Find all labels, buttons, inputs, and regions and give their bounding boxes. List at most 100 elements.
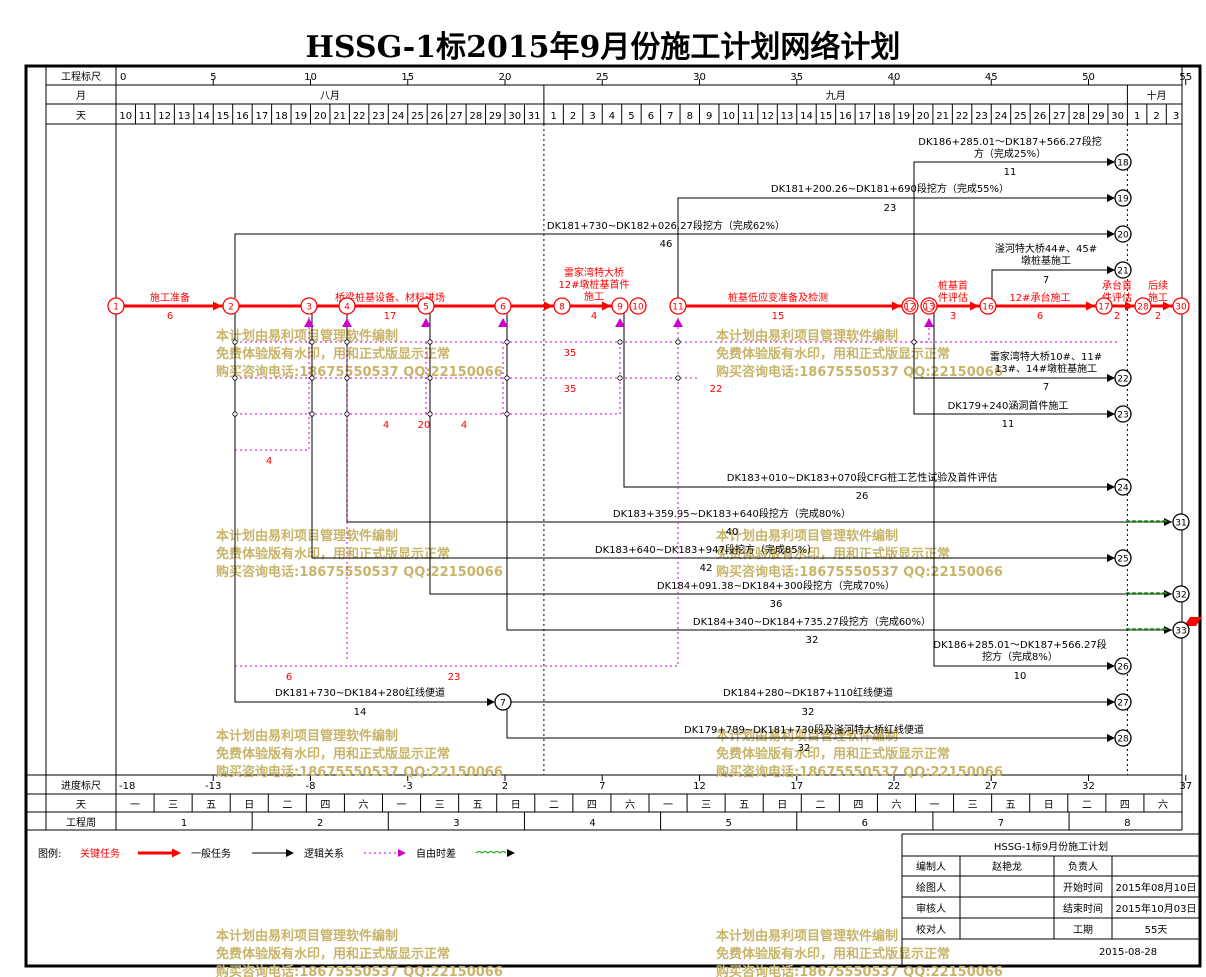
node-label-31: 31 <box>1175 519 1186 529</box>
critical-arrowhead <box>892 301 901 311</box>
junction-point <box>344 375 350 381</box>
scale-tick-label: 45 <box>985 72 998 83</box>
weekday-cell: 日 <box>1044 800 1054 811</box>
day-cell: 19 <box>294 111 307 122</box>
critical-arrowhead <box>1086 301 1095 311</box>
task-duration: 32 <box>798 743 811 754</box>
month-cell: 九月 <box>826 90 846 102</box>
task-label: DK186+285.01～DK187+566.27段 <box>933 638 1106 651</box>
node-25 <box>1114 549 1132 567</box>
week-cell: 1 <box>181 818 187 829</box>
watermark-text: 免费体验版有水印，用和正式版显示正常 <box>216 746 450 762</box>
free-float-value: 4 <box>461 420 467 431</box>
day-cell: 27 <box>450 111 463 122</box>
day-cell: 20 <box>917 111 930 122</box>
critical-arrowhead <box>544 301 553 311</box>
critical-arrowhead <box>213 301 222 311</box>
free-float-value: 20 <box>418 420 431 431</box>
critical-task-label: 承台首 <box>1102 279 1132 292</box>
critical-task-duration: 2 <box>1155 311 1161 322</box>
week-cell: 4 <box>589 818 595 829</box>
legend-critical-arrowhead <box>172 848 181 858</box>
junction-point <box>309 375 315 381</box>
critical-task-label: 施工准备 <box>150 291 190 304</box>
watermark-text: 免费体验版有水印，用和正式版显示正常 <box>216 346 450 362</box>
task-duration: 7 <box>1043 275 1049 286</box>
general-task-arrow <box>234 306 494 703</box>
watermark-text: 购买咨询电话:18675550537 QQ:22150066 <box>216 764 503 780</box>
node-label-28: 28 <box>1117 735 1129 745</box>
free-float-value: 35 <box>564 348 577 359</box>
day-cell: 2 <box>1153 111 1159 122</box>
day-cell: 3 <box>589 111 595 122</box>
general-task-arrowhead <box>1107 554 1115 562</box>
week-cell: 8 <box>1124 818 1130 829</box>
task-label: DK184+280~DK187+110红线便道 <box>723 686 893 699</box>
day-cell: 11 <box>742 111 755 122</box>
node-label-23: 23 <box>1117 411 1128 421</box>
weekday-cell: 四 <box>1120 800 1130 811</box>
junction-point <box>504 339 510 345</box>
day-cell: 26 <box>431 111 444 122</box>
critical-task-duration: 6 <box>1037 311 1043 322</box>
day-cell: 29 <box>489 111 502 122</box>
junction-point <box>675 339 681 345</box>
weekday-cell: 日 <box>511 800 521 811</box>
task-label: DK181+730~DK182+026.27段挖方（完成62%） <box>547 219 785 232</box>
task-duration: 23 <box>884 203 897 214</box>
scale-tick-label: 35 <box>790 72 803 83</box>
day-cell: 28 <box>469 111 482 122</box>
watermark-text: 购买咨询电话:18675550537 QQ:22150066 <box>216 364 503 380</box>
node-8 <box>553 297 571 315</box>
node-label-5: 5 <box>423 303 429 313</box>
junction-point <box>427 339 433 345</box>
critical-task-duration: 3 <box>950 311 956 322</box>
node-label-18: 18 <box>1117 159 1129 169</box>
node-10 <box>629 297 647 315</box>
weekday-cell: 四 <box>320 800 330 811</box>
progress-tick-label: 2 <box>502 781 508 792</box>
critical-task-label: 件评估 <box>938 291 968 304</box>
legend-normal-arrowhead <box>286 849 294 857</box>
node-21 <box>1114 261 1132 279</box>
node-label-11: 11 <box>672 303 683 313</box>
day-cell: 23 <box>975 111 988 122</box>
day-cell: 16 <box>236 111 249 122</box>
critical-task-label: 桩基低应变准备及检测 <box>728 291 828 304</box>
weekday-cell: 日 <box>777 800 787 811</box>
task-label: DK184+091.38~DK184+300段挖方（完成70%） <box>657 579 895 592</box>
month-cell: 八月 <box>320 90 340 102</box>
general-task-arrow <box>677 197 1114 298</box>
scale-tick-label: 25 <box>596 72 609 83</box>
weekday-cell: 一 <box>930 800 940 811</box>
node-inner-ring <box>904 300 916 312</box>
watermark-text: 购买咨询电话:18675550537 QQ:22150066 <box>716 764 1003 780</box>
progress-tick-label: 22 <box>888 781 901 792</box>
task-duration: 11 <box>1004 167 1017 178</box>
node-32 <box>1172 585 1190 603</box>
day-cell: 26 <box>1034 111 1047 122</box>
scale-tick-label: 30 <box>693 72 706 83</box>
scale-tick-label: 5 <box>210 72 216 83</box>
free-float-value: 4 <box>383 420 389 431</box>
critical-task-duration: 2 <box>1114 311 1120 322</box>
critical-task-duration: 15 <box>772 311 785 322</box>
weekday-cell: 三 <box>435 800 445 811</box>
day-cell: 14 <box>197 111 210 122</box>
node-label-12: 12 <box>904 303 915 313</box>
watermark-text: 本计划由易利项目管理软件编制 <box>716 528 898 544</box>
day-cell: 8 <box>687 111 693 122</box>
info-box-field-label: 编制人 <box>916 860 946 873</box>
week-cell: 2 <box>317 818 323 829</box>
task-label: 滏河特大桥44#、45# <box>995 242 1097 255</box>
scale-tick-label: 20 <box>499 72 512 83</box>
task-label: DK179+789~DK181+730段及滏河特大桥红线便道 <box>684 723 924 736</box>
progress-tick-label: -3 <box>403 781 413 792</box>
scale-tick-label: 10 <box>304 72 317 83</box>
day-cell: 4 <box>609 111 615 122</box>
general-task-arrowhead <box>487 698 495 706</box>
weekday-cell: 三 <box>701 800 711 811</box>
node-label-24: 24 <box>1117 484 1129 494</box>
critical-task-label: 施工 <box>1148 291 1168 304</box>
